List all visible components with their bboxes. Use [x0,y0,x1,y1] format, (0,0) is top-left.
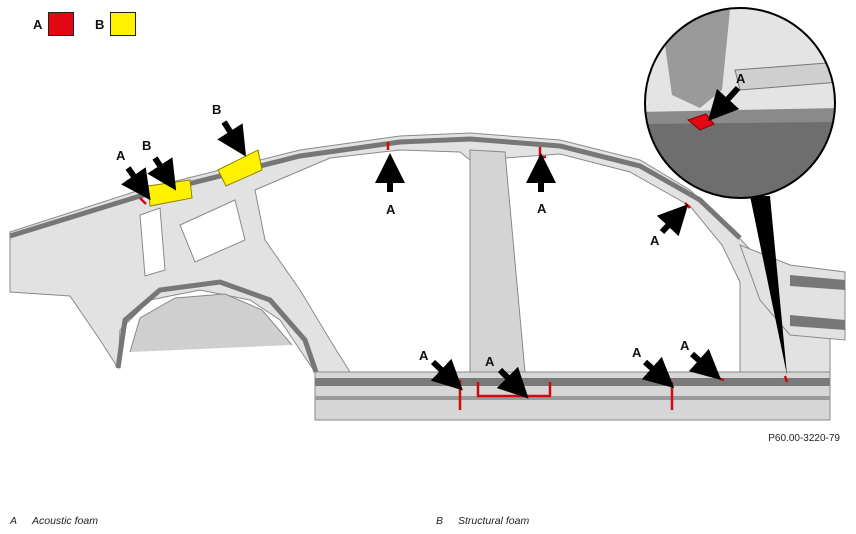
arrow-icon [688,348,722,380]
legend-letter-b: B [95,16,105,32]
arrow-icon [217,120,247,157]
callout-a: A [116,148,126,163]
footer-text-a: Acoustic foam [32,515,98,527]
arrow-icon [656,204,689,237]
callout-a: A [537,201,547,216]
legend-swatch-yellow [110,12,137,36]
detail-zoom: A [644,7,836,199]
callout-a: A [485,354,495,369]
callout-a: A [386,202,396,217]
callout-b: B [142,138,151,153]
legend-letter-a: A [33,16,43,32]
acoustic-foam-part [783,375,789,383]
zoom-callout-a: A [736,71,746,86]
legend-item-acoustic: A [33,12,75,36]
callout-arrows [121,120,722,399]
callout-a: A [680,338,690,353]
body-side-panel [9,132,846,421]
arrow-icon [496,366,529,399]
legend-swatch-red [48,12,75,36]
footer-text-b: Structural foam [458,515,530,527]
figure-code: P60.00-3220-79 [768,433,840,444]
footer-letter-b: B [436,515,444,527]
footer-letter-a: A [10,515,18,527]
arrow-icon [707,85,741,122]
legend-item-structural: B [95,12,137,36]
arrow-icon [641,356,675,388]
footer-legend-a: A Acoustic foam [10,515,98,527]
arrow-icon [430,358,463,391]
zoom-pointer [750,196,787,375]
structural-foam-part [217,149,263,187]
callout-b: B [212,102,221,117]
arrow-icon [121,166,151,201]
callout-a: A [632,345,642,360]
callout-a: A [419,348,429,363]
callout-a: A [650,233,660,248]
acoustic-foam-part [686,113,715,131]
footer-legend-b: B Structural foam [436,515,529,527]
arrow-icon [147,156,177,191]
